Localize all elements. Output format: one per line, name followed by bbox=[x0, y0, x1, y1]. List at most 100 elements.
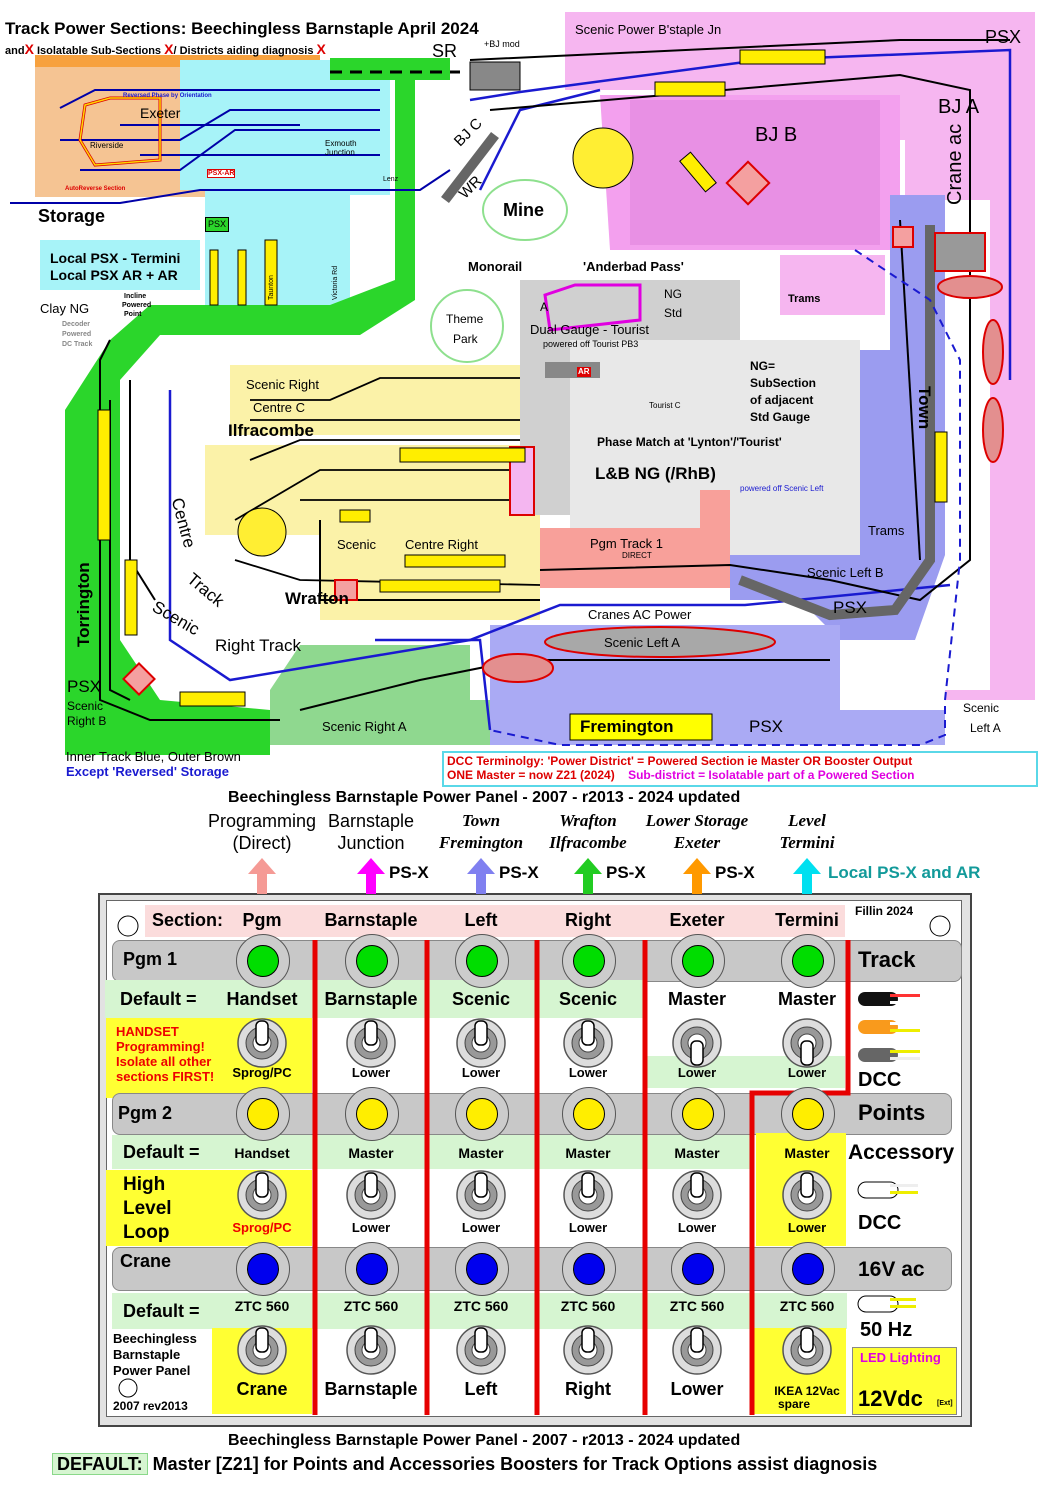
toggle-switch[interactable] bbox=[779, 1167, 835, 1223]
column-head-line1: Programming bbox=[207, 811, 317, 831]
indicator-led bbox=[247, 1098, 279, 1130]
default-source: Scenic bbox=[451, 989, 511, 1009]
spare-label: spare bbox=[778, 1397, 811, 1411]
label-pgm-track1: Pgm Track 1 bbox=[590, 536, 663, 551]
footer-defaults: DEFAULT: Master [Z21] for Points and Acc… bbox=[52, 1453, 877, 1475]
label-riverside: Riverside bbox=[90, 141, 124, 150]
toggle-switch[interactable] bbox=[343, 1167, 399, 1223]
toggle-switch[interactable] bbox=[234, 1015, 290, 1071]
label-theme: Theme bbox=[446, 312, 484, 326]
switch-position-label: Lower bbox=[787, 1220, 827, 1235]
switch-position-label: IKEA 12Vac bbox=[774, 1384, 840, 1398]
up-arrow-icon bbox=[683, 858, 711, 894]
row2-default-label: Default = bbox=[123, 1142, 200, 1162]
row3-default-bg bbox=[112, 1293, 847, 1329]
default-source: Master bbox=[565, 1145, 611, 1161]
label-exeter: Exeter bbox=[140, 105, 181, 121]
switch-position-label: Lower bbox=[568, 1220, 608, 1235]
indicator-led bbox=[466, 1098, 498, 1130]
label-lenz: Lenz bbox=[383, 176, 399, 183]
label-phase-match: Phase Match at 'Lynton'/'Tourist' bbox=[597, 435, 782, 449]
up-arrow-icon bbox=[357, 858, 385, 894]
label-of-adjacent: of adjacent bbox=[750, 393, 814, 407]
column-head-line2: Junction bbox=[337, 833, 405, 853]
switch-position-label: Sprog/PC bbox=[232, 1220, 292, 1235]
switch-position-label: Barnstaple bbox=[324, 1379, 418, 1399]
label-psx3: PSX bbox=[67, 677, 102, 696]
label-torrington: Torrington bbox=[74, 562, 93, 647]
label-a: A bbox=[540, 300, 549, 314]
label-powered: Powered bbox=[122, 302, 152, 309]
psx-label: PS-X bbox=[606, 863, 646, 882]
indicator-led bbox=[792, 1098, 824, 1130]
toggle-switch[interactable] bbox=[560, 1015, 616, 1071]
label-psx-ar: PSX-AR bbox=[207, 169, 236, 178]
switch-position-label: Crane bbox=[236, 1379, 288, 1399]
label-direct: DIRECT bbox=[622, 551, 652, 560]
default-source: Handset bbox=[226, 989, 298, 1009]
indicator-led bbox=[466, 945, 498, 977]
label-psx4: PSX bbox=[749, 717, 784, 736]
default-source: ZTC 560 bbox=[234, 1298, 290, 1314]
led-bezel bbox=[455, 934, 509, 988]
column-head-line1: Wrafton bbox=[559, 811, 617, 830]
toggle-switch[interactable] bbox=[779, 1015, 835, 1071]
switch-position-label: Left bbox=[464, 1379, 498, 1399]
ext-label: [Ext] bbox=[937, 1400, 953, 1407]
label-storage: Storage bbox=[38, 206, 106, 226]
toggle-switch[interactable] bbox=[453, 1015, 509, 1071]
section-name: Right bbox=[565, 910, 611, 930]
toggle-switch[interactable] bbox=[669, 1015, 725, 1071]
map-subtitle: andX Isolatable Sub-Sections X/ District… bbox=[5, 41, 326, 57]
toggle-switch[interactable] bbox=[453, 1167, 509, 1223]
toggle-switch[interactable] bbox=[343, 1322, 399, 1378]
switch-position-label: Lower bbox=[677, 1220, 717, 1235]
label-ar: AR bbox=[577, 367, 591, 377]
label-fremington: Fremington bbox=[580, 717, 674, 736]
default-source: Barnstaple bbox=[324, 989, 418, 1009]
row1-default-label: Default = bbox=[120, 989, 197, 1009]
section-name: Pgm bbox=[242, 910, 282, 930]
default-source: Master bbox=[674, 1145, 720, 1161]
section-label: Section: bbox=[152, 910, 224, 930]
label-bj-mod: +BJ mod bbox=[484, 39, 520, 49]
led-lighting-label: LED Lighting bbox=[860, 1350, 941, 1365]
toggle-switch[interactable] bbox=[453, 1322, 509, 1378]
toggle-switch[interactable] bbox=[234, 1322, 290, 1378]
toggle-switch[interactable] bbox=[779, 1322, 835, 1378]
label-scenic-power: Scenic Power B'staple Jn bbox=[575, 22, 722, 37]
dcc2-label: DCC bbox=[858, 1212, 902, 1234]
indicator-led bbox=[682, 1253, 714, 1285]
default-source: Scenic bbox=[558, 989, 618, 1009]
label-powered-scenic-left: powered off Scenic Left bbox=[740, 484, 824, 493]
label-park: Park bbox=[453, 332, 478, 346]
label-dual-gauge: Dual Gauge - Tourist bbox=[530, 322, 649, 337]
toggle-switch[interactable] bbox=[669, 1167, 725, 1223]
toggle-switch[interactable] bbox=[669, 1322, 725, 1378]
label-taunton: Taunton bbox=[268, 275, 275, 300]
up-arrow-icon bbox=[248, 858, 276, 894]
label-ilfracombe: Ilfracombe bbox=[228, 421, 314, 440]
dcc-term-line2: ONE Master = now Z21 (2024) Sub-district… bbox=[447, 768, 915, 782]
label-tourist-c: Tourist C bbox=[649, 401, 681, 410]
label-centre-right: Centre Right bbox=[405, 537, 478, 552]
indicator-led bbox=[573, 1253, 605, 1285]
section-header-bg bbox=[145, 905, 845, 937]
switch-position-label: Lower bbox=[670, 1379, 724, 1399]
row-pgm1-label: Pgm 1 bbox=[123, 949, 178, 969]
toggle-switch[interactable] bbox=[560, 1322, 616, 1378]
handset-warning-line: Isolate all other bbox=[116, 1054, 212, 1069]
indicator-led bbox=[573, 1098, 605, 1130]
maker-line: Power Panel bbox=[113, 1363, 191, 1378]
label-junction: Junction bbox=[325, 148, 355, 157]
toggle-switch[interactable] bbox=[343, 1015, 399, 1071]
label-inner-track: Inner Track Blue, Outer Brown bbox=[66, 749, 241, 764]
handset-warning-line: HANDSET bbox=[116, 1024, 179, 1039]
toggle-switch[interactable] bbox=[234, 1167, 290, 1223]
label-crane-ac: Crane ac bbox=[944, 123, 966, 205]
label-incline: Incline bbox=[124, 293, 147, 300]
toggle-switch[interactable] bbox=[560, 1167, 616, 1223]
default-source: Master bbox=[348, 1145, 394, 1161]
column-head-line2: Exeter bbox=[673, 833, 721, 852]
label-trams2: Trams bbox=[868, 523, 905, 538]
